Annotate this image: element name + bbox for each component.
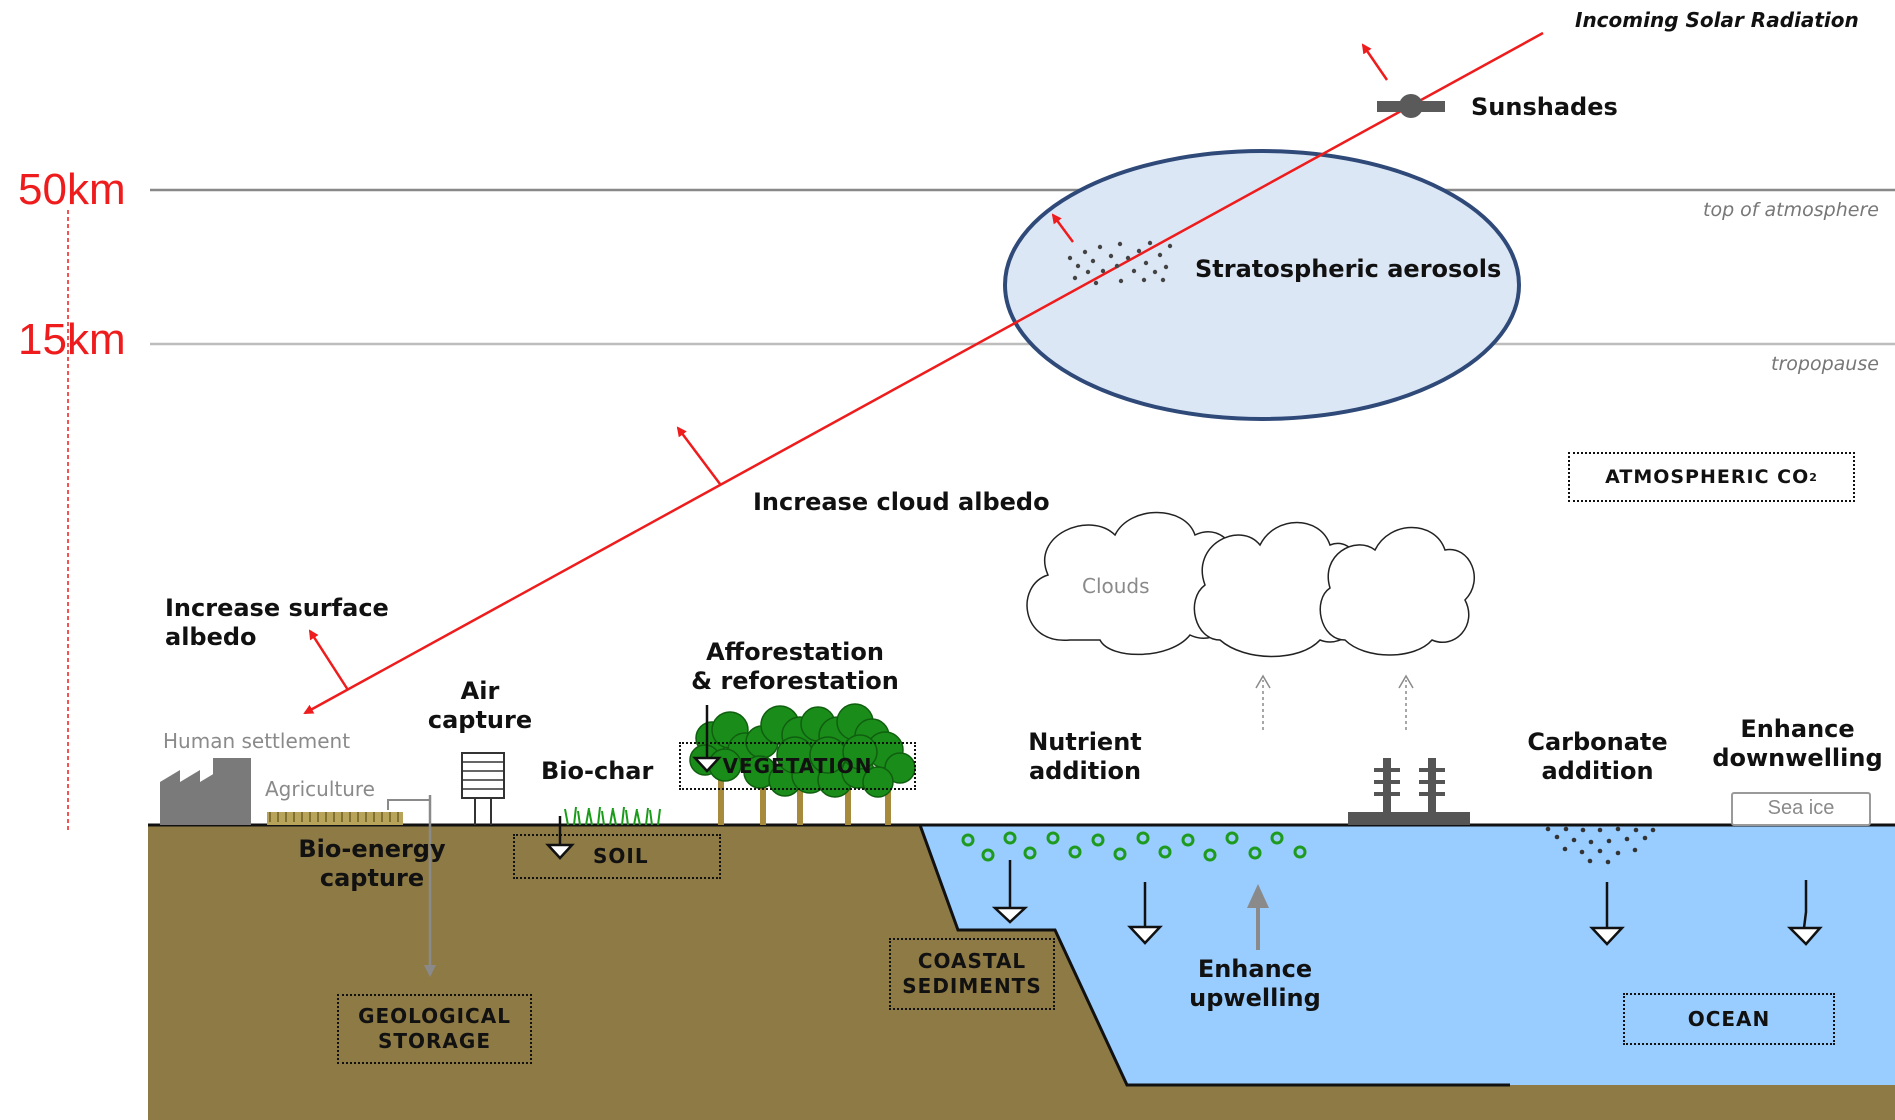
surface-albedo-label: Increase surface albedo [165, 594, 389, 651]
sunshade-satellite-icon [1377, 94, 1445, 118]
upwelling-arrow-icon [1247, 884, 1269, 950]
vegetation-label: VEGETATION [722, 753, 873, 778]
stratosphere-highlight-ellipse [1003, 149, 1521, 421]
geological-storage-label: GEOLOGICAL STORAGE [358, 1004, 511, 1053]
agriculture-label: Agriculture [265, 777, 375, 801]
reflection-arrow-icon [1361, 43, 1389, 81]
top-of-atmosphere-label: top of atmosphere [1703, 199, 1879, 221]
upward-dotted-arrowhead [1255, 674, 1271, 689]
aerosol-particles [1067, 240, 1173, 286]
soil-box: SOIL [513, 834, 721, 879]
reflection-arrow-icon [1051, 213, 1075, 243]
sea-ice-box: Sea ice [1731, 792, 1871, 826]
stratospheric-aerosols-label: Stratospheric aerosols [1195, 255, 1502, 283]
carbonate-addition-label: Carbonate addition [1527, 728, 1668, 785]
power-station-icon [1348, 758, 1470, 825]
geological-storage-box: GEOLOGICAL STORAGE [337, 994, 532, 1064]
tropopause-label: tropopause [1771, 353, 1879, 375]
clouds-label: Clouds [1082, 574, 1150, 598]
enhance-upwelling-label: Enhance upwelling [1189, 955, 1321, 1012]
sea-ice-label: Sea ice [1767, 797, 1835, 819]
bio-energy-pipe [387, 795, 431, 810]
ocean-box: OCEAN [1623, 993, 1835, 1045]
atmospheric-co2-label: ATMOSPHERIC CO [1605, 465, 1810, 488]
enhance-downwelling-label: Enhance downwelling [1712, 715, 1883, 772]
bio-char-label: Bio-char [541, 757, 654, 785]
atmospheric-co2-subscript: 2 [1809, 470, 1818, 484]
tree-icon [689, 703, 916, 825]
ocean [920, 825, 1895, 1085]
incoming-solar-radiation-label: Incoming Solar Radiation [1575, 8, 1859, 32]
solar-radiation-ray [303, 31, 1544, 715]
ocean-floor-outline [918, 824, 1510, 1087]
sunshades-label: Sunshades [1471, 93, 1618, 121]
reflection-arrow-icon [676, 426, 721, 485]
bio-energy-label: Bio-energy capture [298, 835, 446, 892]
air-capture-label: Air capture [427, 677, 533, 734]
soil-label: SOIL [593, 844, 649, 868]
cloud-albedo-label: Increase cloud albedo [753, 488, 1050, 516]
altitude-50km-label: 50km [18, 165, 126, 214]
reflection-arrow-icon [308, 629, 350, 691]
carbonate-particles [1545, 826, 1656, 865]
factory-icon [160, 758, 251, 825]
air-capture-unit-icon [461, 752, 505, 825]
algae-icon [961, 831, 1307, 862]
altitude-15km-label: 15km [18, 315, 126, 364]
nutrient-addition-label: Nutrient addition [1028, 728, 1142, 785]
cloud-icon [1026, 511, 1475, 658]
agriculture-crops-icon [267, 812, 403, 825]
vegetation-box: VEGETATION [679, 742, 916, 790]
human-settlement-label: Human settlement [163, 729, 351, 753]
afforestation-label: Afforestation & reforestation [691, 638, 899, 695]
bio-char-plants-icon [564, 806, 661, 826]
upward-dotted-arrowhead [1398, 674, 1414, 689]
ocean-label: OCEAN [1687, 1006, 1771, 1031]
coastal-sediments-label: COASTAL SEDIMENTS [902, 949, 1042, 998]
down-arrow-icon [545, 705, 1823, 946]
coastal-sediments-box: COASTAL SEDIMENTS [889, 938, 1055, 1010]
